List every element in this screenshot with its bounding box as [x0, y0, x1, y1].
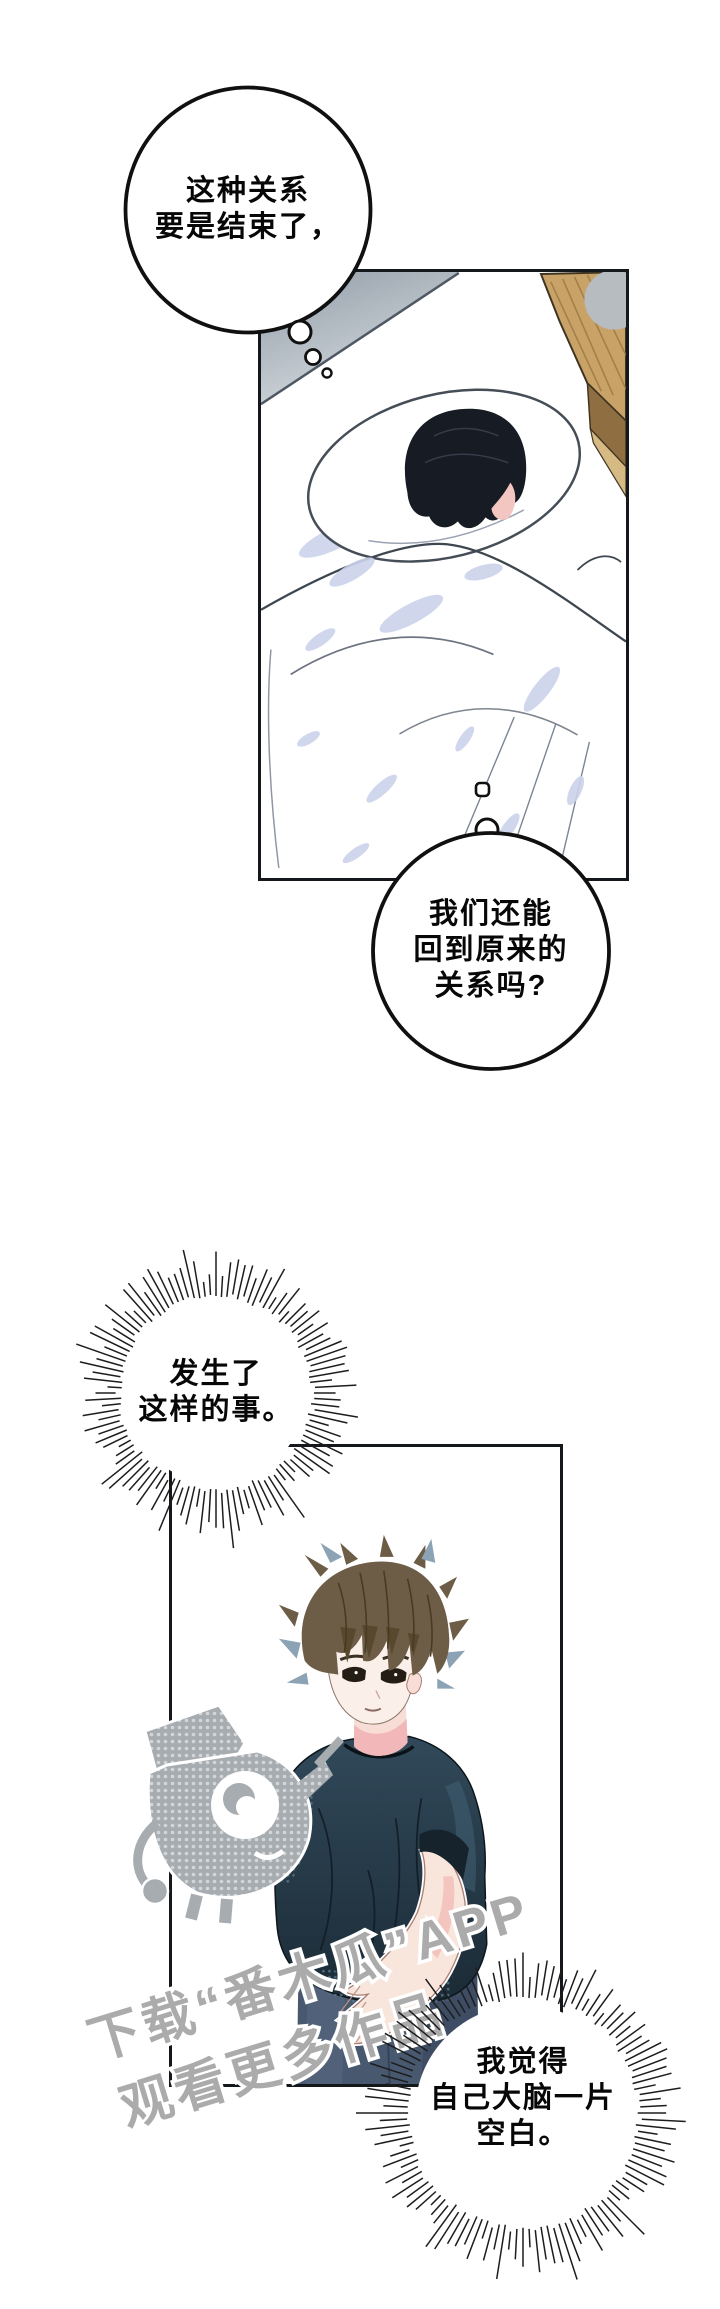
man-ear [406, 1672, 422, 1695]
sleeping-person-face [491, 482, 516, 520]
panel-bed-scene [258, 269, 629, 881]
shirt-sleeve-hem [419, 1829, 469, 1881]
flash-bubble-left: 发生了 这样的事。 [56, 1233, 376, 1553]
thought-bubble-top-shape [123, 85, 373, 379]
flash-spikes [76, 1249, 359, 1549]
flash-bubble-bottom: 我觉得 自己大脑一片 空白。 [353, 1943, 693, 2283]
standing-man-art [274, 1534, 488, 2084]
thought-tail-dot-2 [321, 367, 333, 379]
blanket-shadows [297, 557, 585, 864]
man-arm-hand [333, 1829, 469, 2047]
mascot-arm-down [133, 1819, 161, 1891]
shirt-collar [343, 1743, 415, 1759]
man-eye-right [380, 1668, 407, 1684]
man-mouth [364, 1707, 382, 1712]
mascot-arm-raised [287, 1761, 333, 1807]
thought-bubble-mid-shape [371, 781, 611, 1071]
mascot-smile [253, 1849, 285, 1860]
mascot-legs [185, 1893, 233, 1924]
thought-tail-dot-3 [474, 781, 491, 798]
sleeping-person-hair [404, 408, 527, 529]
headboard [539, 272, 626, 498]
thought-tail-bump [287, 319, 313, 345]
man-eye-left [342, 1666, 366, 1683]
headboard-notch [584, 272, 626, 330]
watermark-mascot [133, 1703, 344, 1924]
thought-tail-dot-1 [304, 348, 322, 366]
mascot-fist [140, 1876, 170, 1906]
man-nose [375, 1690, 381, 1699]
thought-bubble-mid: 我们还能 回到原来的 关系吗? [370, 781, 612, 1072]
man-hair [278, 1534, 469, 1689]
flash-bubble-bottom-shape [356, 1952, 686, 2280]
flash-spikes [356, 1952, 686, 2280]
flash-bubble-left-shape [76, 1249, 359, 1549]
sheet-edge-line [261, 272, 460, 406]
thought-bubble-top: 这种关系 要是结束了， [123, 85, 373, 379]
blanket-lines [261, 542, 626, 874]
bed-scene-art [261, 272, 626, 874]
watermark: 下载“番木瓜”APP 观看更多作品 [78, 1703, 541, 2142]
